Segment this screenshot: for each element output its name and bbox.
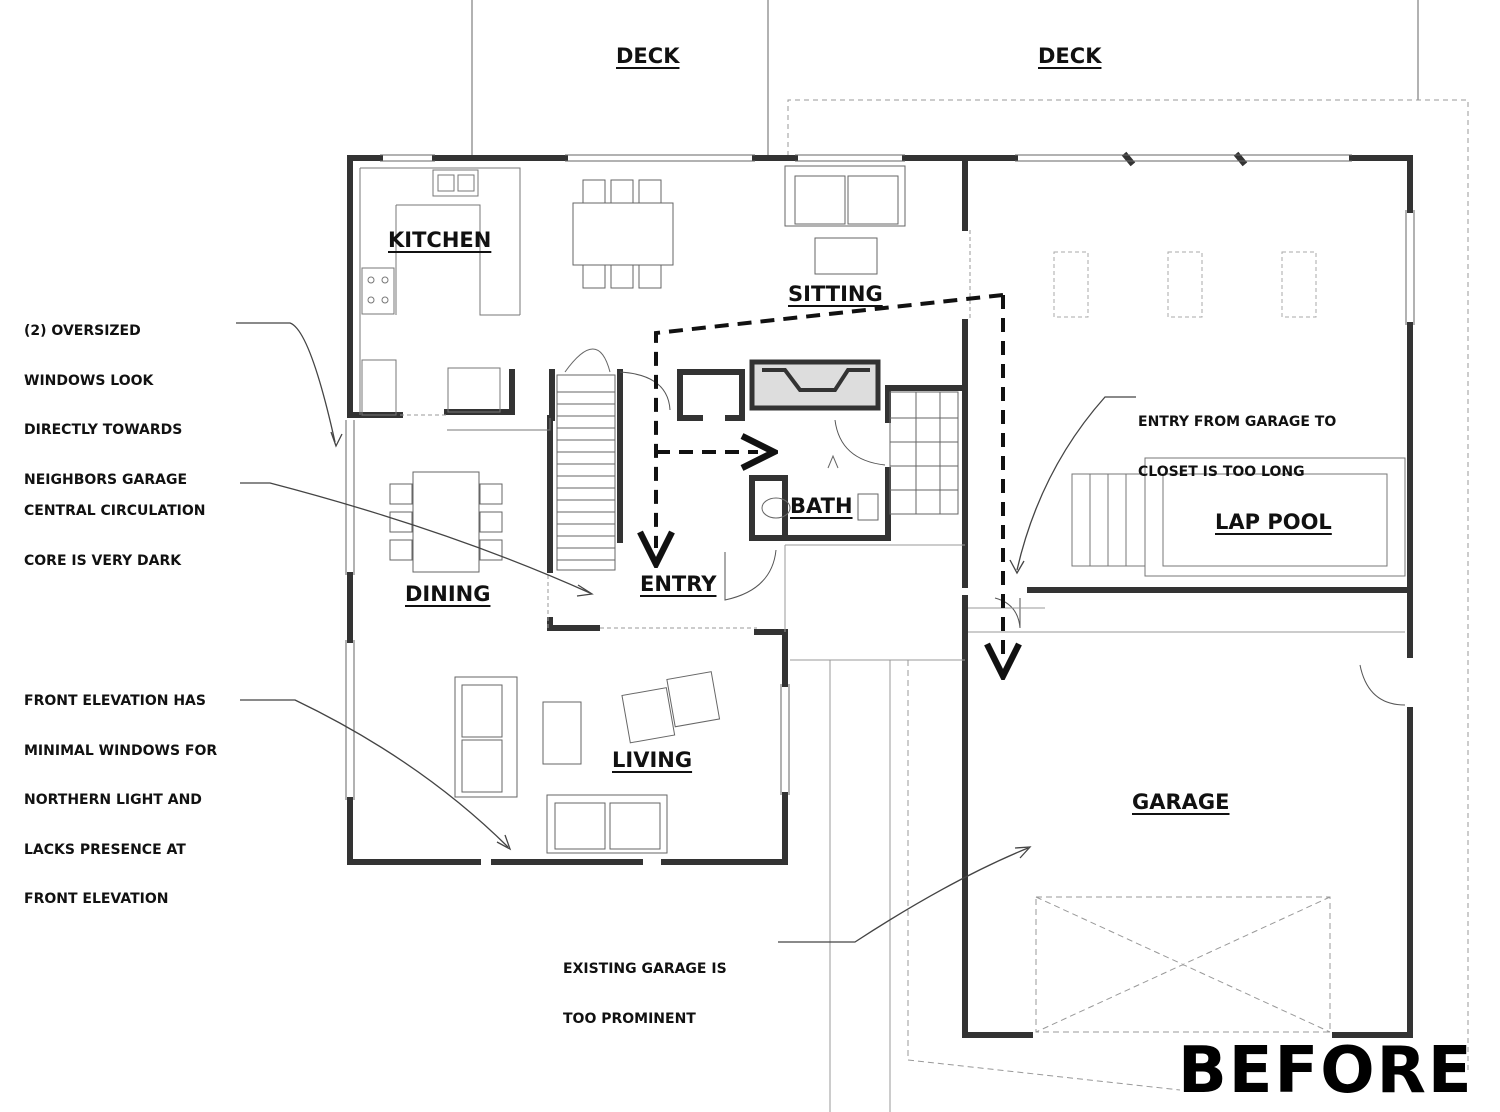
stairs <box>556 348 616 571</box>
note-garage-prominent: EXISTING GARAGE IS TOO PROMINENT <box>563 928 727 1044</box>
sitting-label: SITTING <box>788 282 883 306</box>
note-front-elevation: FRONT ELEVATION HAS MINIMAL WINDOWS FOR … <box>24 660 217 924</box>
note-line: (2) OVERSIZED <box>24 323 141 339</box>
note-line: ENTRY FROM GARAGE TO <box>1138 414 1337 430</box>
note-line: CENTRAL CIRCULATION <box>24 503 206 519</box>
kitchen-label: KITCHEN <box>388 228 492 252</box>
note-line: FRONT ELEVATION <box>24 891 169 907</box>
door-swings <box>619 371 1406 706</box>
note-line: CLOSET IS TOO LONG <box>1138 463 1305 480</box>
circulation-path <box>656 293 1003 660</box>
note-line: MINIMAL WINDOWS FOR <box>24 742 218 759</box>
note-garage-entry: ENTRY FROM GARAGE TO CLOSET IS TOO LONG <box>1138 381 1336 497</box>
secondary-stairs <box>889 391 959 515</box>
deck-label-right: DECK <box>1038 44 1102 68</box>
note-line: FRONT ELEVATION HAS <box>24 693 206 709</box>
before-stamp: BEFORE <box>1178 1034 1474 1108</box>
note-line: LACKS PRESENCE AT <box>24 841 186 858</box>
entry-label: ENTRY <box>640 572 717 596</box>
note-line: TOO PROMINENT <box>563 1010 696 1027</box>
deck-guide-lines <box>471 0 1419 156</box>
note-line: WINDOWS LOOK <box>24 372 154 389</box>
deck-loungers <box>1053 251 1317 318</box>
annotation-leaders <box>236 322 1136 943</box>
deck-label-left: DECK <box>616 44 680 68</box>
fireplace <box>749 359 881 411</box>
note-line: DIRECTLY TOWARDS <box>24 422 183 438</box>
bath-fixtures <box>761 454 879 521</box>
bath-label: BATH <box>790 494 853 518</box>
kitchen-fixtures <box>359 167 551 431</box>
living-furniture <box>454 671 721 854</box>
living-label: LIVING <box>612 748 693 772</box>
note-oversized-windows: (2) OVERSIZED WINDOWS LOOK DIRECTLY TOWA… <box>24 290 187 505</box>
sitting-furniture <box>784 165 906 275</box>
lap-pool <box>1071 457 1406 577</box>
windows <box>345 154 1415 800</box>
lap-pool-label: LAP POOL <box>1215 510 1332 534</box>
kitchen-table <box>572 179 674 289</box>
dining-label: DINING <box>405 582 491 606</box>
note-line: NORTHERN LIGHT AND <box>24 792 202 808</box>
thin-lines <box>400 230 1405 1112</box>
note-line: NEIGHBORS GARAGE <box>24 471 188 488</box>
note-central-circulation: CENTRAL CIRCULATION CORE IS VERY DARK <box>24 470 205 586</box>
note-line: CORE IS VERY DARK <box>24 552 182 569</box>
dining-table <box>389 471 503 573</box>
walls <box>347 151 1413 1038</box>
note-line: EXISTING GARAGE IS <box>563 961 727 977</box>
garage-label: GARAGE <box>1132 790 1230 814</box>
pool-deck-outline <box>787 99 1469 1070</box>
